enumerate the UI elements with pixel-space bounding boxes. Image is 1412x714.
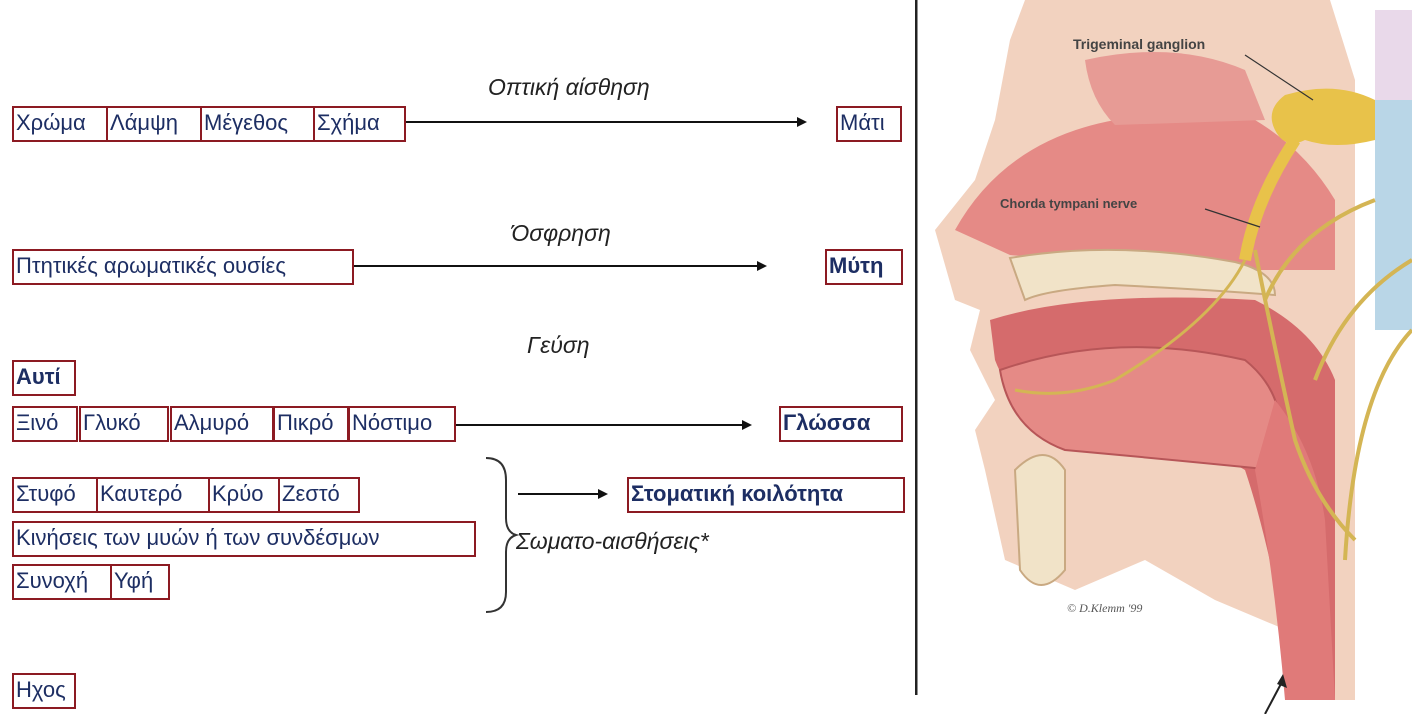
organ-mouth: Στοματική κοιλότητα [627, 477, 905, 513]
somato-cohesion: Συνοχή [12, 564, 112, 600]
somato-astringent: Στυφό [12, 477, 98, 513]
taste-bitter: Πικρό [273, 406, 349, 442]
label-credit: © D.Klemm '99 [1067, 601, 1142, 615]
stimulus-brightness: Λάμψη [106, 106, 202, 142]
jaw-bone [1015, 455, 1065, 585]
taste-umami: Νόστιμο [348, 406, 456, 442]
caption-taste: Γεύση [527, 332, 590, 359]
stimulus-shape: Σχήμα [313, 106, 406, 142]
organ-eye: Μάτι [836, 106, 902, 142]
taste-sour: Ξινό [12, 406, 78, 442]
stimulus-color: Χρώμα [12, 106, 108, 142]
somato-spicy: Καυτερό [96, 477, 210, 513]
trigeminal-ganglion-shape [1272, 89, 1375, 145]
brace [486, 458, 516, 612]
taste-sweet: Γλυκό [79, 406, 169, 442]
organ-nose: Μύτη [825, 249, 903, 285]
stimulus-size: Μέγεθος [200, 106, 315, 142]
caption-smell: Όσφρηση [511, 220, 611, 247]
sound-label: Ηχος [12, 673, 76, 709]
somato-texture: Υφή [110, 564, 170, 600]
taste-salty: Αλμυρό [170, 406, 274, 442]
stimulus-aromatic: Πτητικές αρωματικές ουσίες [12, 249, 354, 285]
organ-ear: Αυτί [12, 360, 76, 396]
caption-sight: Οπτική αίσθηση [488, 74, 650, 101]
organ-tongue: Γλώσσα [779, 406, 903, 442]
somato-muscle-movement: Κινήσεις των μυών ή των συνδέσμων [12, 521, 476, 557]
somato-cold: Κρύο [208, 477, 280, 513]
label-trigeminal-ganglion: Trigeminal ganglion [1073, 36, 1205, 52]
somato-hot: Ζεστό [278, 477, 360, 513]
head-cross-section-illustration: Trigeminal ganglion Chorda tympani nerve… [915, 0, 1412, 714]
label-chorda-tympani: Chorda tympani nerve [1000, 196, 1137, 211]
caption-somato: Σωματο-αισθήσεις* [516, 528, 709, 555]
